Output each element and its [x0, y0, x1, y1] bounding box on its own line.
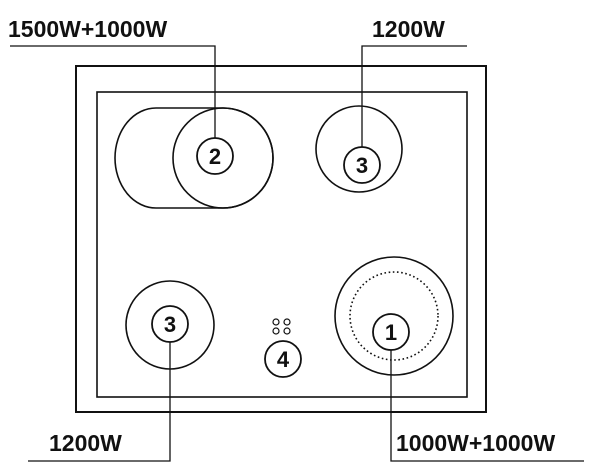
power-label-front-right: 1000W+1000W	[396, 430, 555, 456]
power-label-rear-right: 1200W	[372, 16, 445, 42]
zone-number-circle	[264, 340, 302, 378]
indicator-light	[283, 318, 291, 326]
leader-line-bottom-left	[28, 342, 171, 462]
power-label-rear-left: 1500W+1000W	[8, 16, 167, 42]
zone-number-2: 2	[209, 144, 221, 169]
zone-ring	[315, 105, 403, 193]
zone-number-4: 4	[277, 347, 290, 372]
hob-inner-panel	[96, 91, 468, 398]
cooking-zone-rear-right: 3	[315, 105, 403, 193]
cooking-zone-front-right: 1	[334, 256, 454, 376]
leader-line-top-right	[361, 45, 467, 147]
outer-zone-ring	[334, 256, 454, 376]
leader-line-top-left	[10, 45, 216, 138]
leader-line-bottom-right	[390, 350, 584, 462]
cooking-zone-rear-left: 2	[114, 107, 274, 209]
zone-number-3: 3	[164, 312, 176, 337]
inner-zone-ring	[172, 107, 274, 209]
indicator-callout: 4	[264, 340, 302, 378]
indicator-light	[272, 318, 280, 326]
zone-number-1: 1	[385, 320, 397, 345]
inner-zone-dotted-ring	[349, 271, 439, 361]
extended-zone-outline	[114, 107, 274, 209]
indicator-light	[283, 327, 291, 335]
indicator-lights	[272, 318, 291, 335]
power-label-front-left: 1200W	[49, 430, 122, 456]
indicator-light	[272, 327, 280, 335]
hob-outer-frame	[75, 65, 487, 413]
zone-number-3: 3	[356, 153, 368, 178]
